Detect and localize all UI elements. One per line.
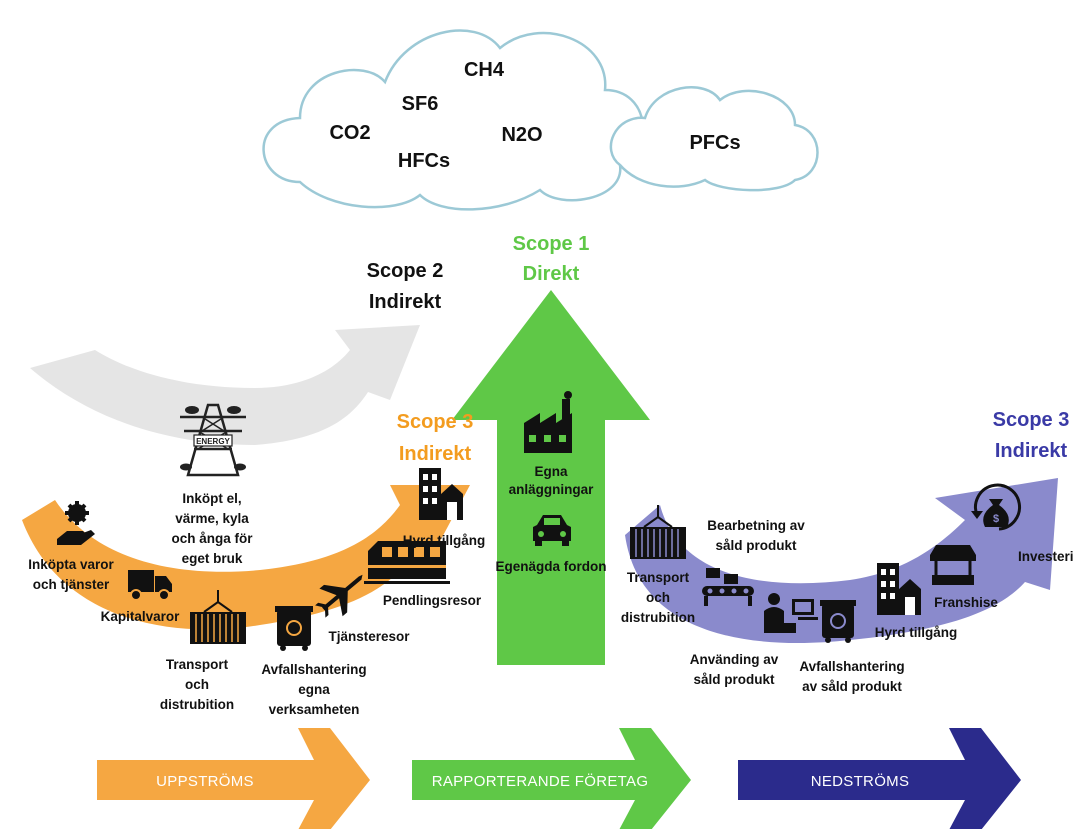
scope3-downstream-subtitle: Indirekt bbox=[995, 440, 1068, 462]
buildings-icon bbox=[877, 563, 921, 615]
scope3-upstream-subtitle: Indirekt bbox=[399, 443, 472, 465]
train-icon bbox=[364, 541, 450, 584]
svg-text:eget bruk: eget bruk bbox=[182, 551, 243, 566]
cloud-shape-small bbox=[609, 86, 819, 192]
svg-text:såld produkt: såld produkt bbox=[693, 672, 775, 687]
gas-label-co2: CO2 bbox=[329, 122, 370, 144]
scope2-title: Scope 2 bbox=[367, 260, 444, 282]
svg-text:värme, kyla: värme, kyla bbox=[175, 511, 249, 526]
truck-icon bbox=[128, 570, 172, 601]
hand-gear-icon bbox=[57, 501, 95, 545]
svg-text:Transport: Transport bbox=[166, 657, 229, 672]
scope1-facilities-label-1: Egna bbox=[534, 464, 567, 479]
svg-text:och: och bbox=[185, 677, 209, 692]
upstream-bottom-label: UPPSTRÖMS bbox=[156, 772, 254, 790]
svg-text:och: och bbox=[646, 590, 670, 605]
container-icon bbox=[630, 505, 686, 559]
scope3-downstream-arrow bbox=[625, 478, 1058, 644]
svg-text:distrubition: distrubition bbox=[160, 697, 234, 712]
upstream-commute-label: Pendlingsresor bbox=[383, 593, 482, 608]
upstream-leased-label: Hyrd tillgång bbox=[403, 533, 486, 548]
computer-user-icon bbox=[764, 593, 818, 633]
cloud-shape-big bbox=[262, 29, 645, 211]
car-icon bbox=[533, 515, 571, 546]
shop-icon bbox=[930, 545, 976, 585]
svg-text:och tjänster: och tjänster bbox=[33, 577, 110, 592]
scope1-arrow-shape bbox=[452, 290, 650, 665]
downstream-bottom-arrow: NEDSTRÖMS bbox=[738, 728, 1021, 829]
downstream-franchise-label: Franshise bbox=[934, 595, 998, 610]
money-bag-icon: $ bbox=[971, 483, 1021, 531]
svg-text:egna: egna bbox=[298, 682, 330, 697]
company-bottom-arrow: RAPPORTERANDE FÖRETAG bbox=[412, 728, 691, 829]
downstream-processing-label: Bearbetning av såld produkt bbox=[707, 518, 805, 553]
svg-text:Transport: Transport bbox=[627, 570, 690, 585]
svg-text:$: $ bbox=[993, 513, 999, 525]
svg-text:Bearbetning av: Bearbetning av bbox=[707, 518, 805, 533]
power-tower-icon: ENERGY bbox=[180, 403, 246, 477]
svg-text:verksamheten: verksamheten bbox=[269, 702, 360, 717]
buildings-icon bbox=[419, 468, 463, 520]
scope1-vehicles-label: Egenägda fordon bbox=[496, 559, 607, 574]
upstream-bottom-arrow: UPPSTRÖMS bbox=[97, 728, 370, 829]
scope2-subtitle: Indirekt bbox=[369, 291, 442, 313]
scope3-downstream-title: Scope 3 bbox=[993, 409, 1070, 431]
upstream-travel-label: Tjänsteresor bbox=[328, 629, 410, 644]
conveyor-icon bbox=[702, 568, 754, 606]
svg-text:Avfallshantering: Avfallshantering bbox=[261, 662, 366, 677]
downstream-bottom-label: NEDSTRÖMS bbox=[811, 772, 910, 790]
upstream-capital-label: Kapitalvaror bbox=[101, 609, 181, 624]
bin-icon bbox=[275, 606, 313, 651]
upstream-transport-label: Transport och distrubition bbox=[160, 657, 234, 712]
gas-label-n2o: N2O bbox=[501, 124, 542, 146]
factory-icon bbox=[524, 391, 572, 453]
gas-label-pfcs: PFCs bbox=[689, 132, 740, 154]
container-icon bbox=[190, 590, 246, 644]
svg-text:distrubition: distrubition bbox=[621, 610, 695, 625]
gas-label-ch4: CH4 bbox=[464, 59, 505, 81]
downstream-transport-label: Transport och distrubition bbox=[621, 570, 695, 625]
svg-text:Inköpta varor: Inköpta varor bbox=[28, 557, 114, 572]
emissions-cloud: CH4 SF6 CO2 N2O HFCs PFCs bbox=[262, 29, 819, 211]
airplane-icon bbox=[315, 574, 363, 618]
scope2-item-label: Inköpt el, värme, kyla och ånga för eget… bbox=[171, 491, 253, 566]
energy-text: ENERGY bbox=[196, 437, 230, 446]
scope2-arrow bbox=[30, 325, 420, 445]
svg-text:Använding av: Använding av bbox=[690, 652, 779, 667]
scope2-arrow-shape bbox=[30, 325, 420, 445]
svg-text:och ånga för: och ånga för bbox=[171, 531, 253, 546]
svg-text:Inköpt el,: Inköpt el, bbox=[182, 491, 241, 506]
gas-label-hfcs: HFCs bbox=[398, 150, 450, 172]
scope3-downstream-arrow-shape bbox=[625, 478, 1058, 644]
scope1-facilities-label-2: anläggningar bbox=[509, 482, 595, 497]
bin-icon bbox=[820, 600, 856, 643]
company-bottom-label: RAPPORTERANDE FÖRETAG bbox=[432, 772, 649, 790]
scope1-arrow bbox=[452, 290, 650, 665]
downstream-use-label: Använding av såld produkt bbox=[690, 652, 779, 687]
svg-text:såld produkt: såld produkt bbox=[715, 538, 797, 553]
svg-text:av såld produkt: av såld produkt bbox=[802, 679, 902, 694]
downstream-leased-label: Hyrd tillgång bbox=[875, 625, 958, 640]
downstream-eol-label: Avfallshantering av såld produkt bbox=[799, 659, 904, 694]
upstream-purchased-label: Inköpta varor och tjänster bbox=[28, 557, 114, 592]
downstream-invest-label: Investeringar bbox=[1018, 549, 1074, 564]
upstream-waste-label: Avfallshantering egna verksamheten bbox=[261, 662, 366, 717]
scope1-title: Scope 1 bbox=[513, 233, 590, 255]
scope1-subtitle: Direkt bbox=[523, 263, 580, 285]
scope3-upstream-title: Scope 3 bbox=[397, 411, 474, 433]
gas-label-sf6: SF6 bbox=[402, 93, 439, 115]
svg-text:Avfallshantering: Avfallshantering bbox=[799, 659, 904, 674]
